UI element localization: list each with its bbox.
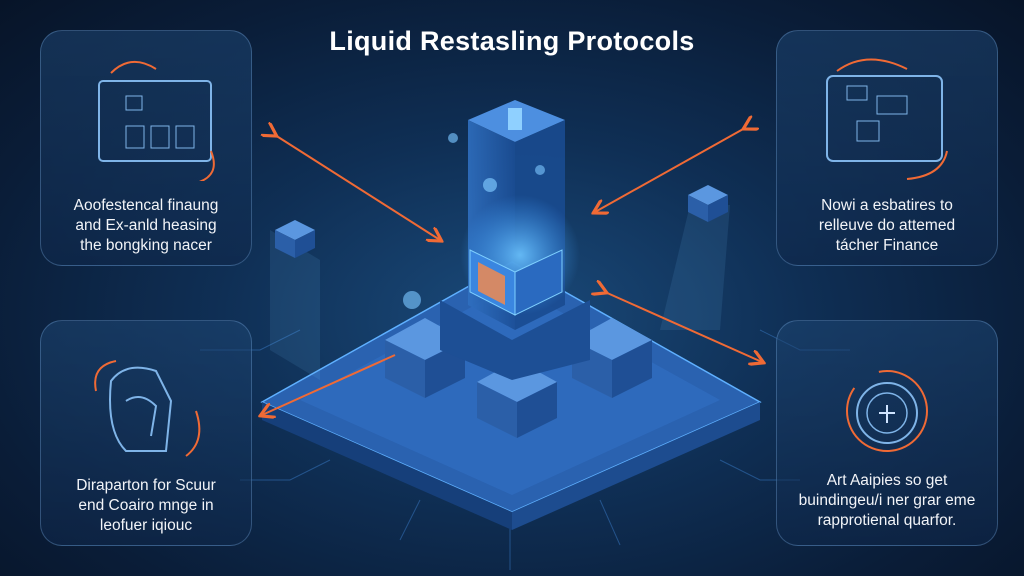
seal-badge-icon [846, 370, 928, 452]
caption-line: relleuve do attemed [818, 217, 956, 234]
caption-line: Art Aaipies so get [826, 472, 948, 489]
caption-line: Diraparton for Scuur [76, 477, 216, 494]
panel-top-right: Nowi a esbatires to relleuve do attemed … [776, 30, 998, 266]
caption-line: Aoofestencal finaung [73, 197, 219, 214]
caption-line: leofuer iqiouc [99, 517, 193, 534]
device-screen-icon [826, 58, 948, 180]
central-tower [403, 100, 590, 380]
caption-line: rapprotienal quarfor. [817, 512, 957, 529]
caption-line: buindingeu/i ner grar eme [798, 492, 976, 509]
dashboard-screen-icon [98, 61, 215, 181]
caption-line: tácher Finance [835, 237, 939, 254]
caption-line: end Coairo mnge in [78, 497, 214, 514]
node-cube-front [477, 360, 557, 438]
page-title: Liquid Restasling Protocols [329, 26, 695, 56]
flow-arrows [262, 128, 762, 415]
caption-line: and Ex-anld heasing [75, 217, 217, 234]
caption-line: the bongking nacer [80, 237, 212, 254]
caption-line: Nowi a esbatires to [821, 197, 953, 214]
panel-bottom-left: Diraparton for Scuur end Coairo mnge in … [40, 320, 252, 546]
light-beam [270, 230, 320, 380]
hand-shield-icon [94, 360, 201, 457]
panel-top-left: Aoofestencal finaung and Ex-anld heasing… [40, 30, 252, 266]
light-beam [660, 205, 730, 330]
panel-bottom-right: Art Aaipies so get buindingeu/i ner grar… [776, 320, 998, 546]
